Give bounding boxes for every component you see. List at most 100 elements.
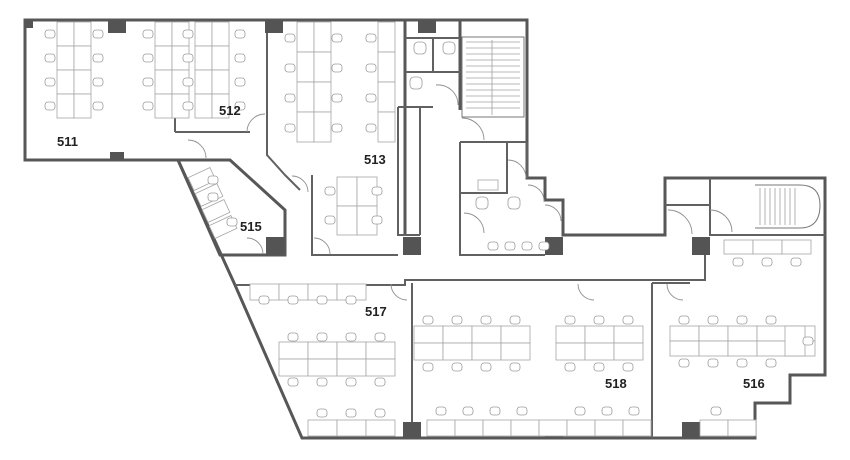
chair xyxy=(226,217,238,227)
chair xyxy=(516,406,528,416)
chair xyxy=(345,295,357,305)
chair xyxy=(365,123,377,133)
desk xyxy=(211,45,230,71)
chair xyxy=(462,406,474,416)
desk xyxy=(313,51,332,83)
desk xyxy=(365,419,396,437)
desk xyxy=(471,325,502,344)
desk xyxy=(584,325,615,344)
chair xyxy=(802,336,814,346)
desk xyxy=(727,419,757,437)
chair xyxy=(574,406,586,416)
chair xyxy=(284,33,296,43)
chair xyxy=(601,406,613,416)
chair xyxy=(287,377,299,387)
furniture-layer xyxy=(44,21,816,437)
chair xyxy=(710,406,722,416)
column xyxy=(266,237,284,255)
stair-north xyxy=(461,36,525,118)
chair xyxy=(331,123,343,133)
desk xyxy=(413,325,444,344)
chair xyxy=(564,362,576,372)
chair xyxy=(489,406,501,416)
desk xyxy=(194,93,213,119)
chair xyxy=(182,101,194,111)
desk xyxy=(307,419,338,437)
desk xyxy=(56,93,75,119)
chair xyxy=(790,257,802,267)
desk xyxy=(442,325,473,344)
chair xyxy=(287,295,299,305)
desk xyxy=(278,358,309,377)
desk xyxy=(73,21,92,47)
chair xyxy=(593,315,605,325)
desk xyxy=(377,21,396,53)
desk xyxy=(194,45,213,71)
chair xyxy=(435,406,447,416)
chair xyxy=(736,315,748,325)
fixture xyxy=(475,196,489,210)
desk xyxy=(56,69,75,95)
desk xyxy=(296,111,315,143)
desk xyxy=(727,340,758,357)
chair xyxy=(365,33,377,43)
chair xyxy=(258,295,270,305)
chair xyxy=(345,332,357,342)
desk xyxy=(699,419,729,437)
desk xyxy=(336,358,367,377)
chair xyxy=(622,362,634,372)
fixture xyxy=(442,41,456,55)
desk xyxy=(500,342,531,361)
chair xyxy=(622,315,634,325)
desk xyxy=(194,69,213,95)
chair xyxy=(365,63,377,73)
chair xyxy=(234,53,246,63)
desk xyxy=(211,69,230,95)
chair xyxy=(44,101,56,111)
chair xyxy=(765,315,777,325)
chair xyxy=(44,53,56,63)
chair xyxy=(316,408,328,418)
chair xyxy=(316,377,328,387)
desk xyxy=(426,419,456,437)
chair xyxy=(422,362,434,372)
stair-east xyxy=(755,184,821,229)
desk xyxy=(454,419,484,437)
column xyxy=(403,422,421,438)
chair xyxy=(234,77,246,87)
chair xyxy=(707,315,719,325)
chair xyxy=(142,101,154,111)
chair xyxy=(371,215,383,225)
chair xyxy=(142,77,154,87)
chair xyxy=(765,358,777,368)
chair xyxy=(480,315,492,325)
desk xyxy=(194,21,213,47)
chair xyxy=(521,241,533,251)
chair xyxy=(345,377,357,387)
desk xyxy=(500,325,531,344)
desk xyxy=(752,239,783,255)
chair xyxy=(44,77,56,87)
desk xyxy=(307,341,338,360)
desk xyxy=(471,342,502,361)
desk xyxy=(613,342,644,361)
chair xyxy=(678,358,690,368)
desk xyxy=(296,21,315,53)
doors xyxy=(187,84,733,301)
column xyxy=(682,422,700,438)
chair xyxy=(284,63,296,73)
column xyxy=(108,20,126,33)
chair xyxy=(365,93,377,103)
desk xyxy=(154,93,173,119)
chair xyxy=(92,101,104,111)
desk xyxy=(555,342,586,361)
fixture xyxy=(507,196,521,210)
chair xyxy=(182,77,194,87)
chair xyxy=(284,93,296,103)
desk xyxy=(313,21,332,53)
chair xyxy=(487,241,499,251)
fixture xyxy=(413,41,427,55)
column xyxy=(545,237,563,255)
desk xyxy=(566,419,596,437)
